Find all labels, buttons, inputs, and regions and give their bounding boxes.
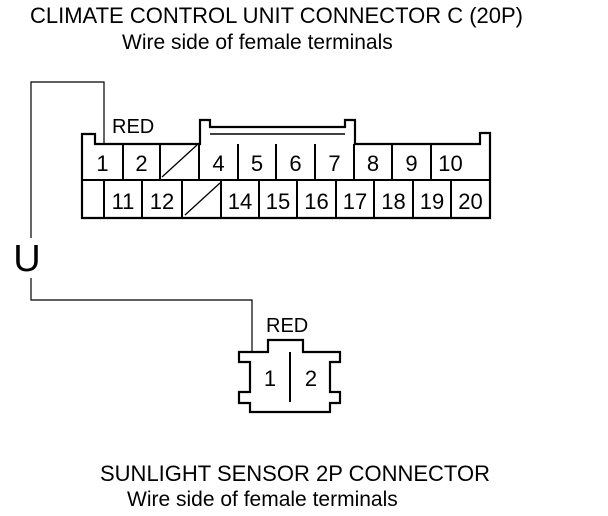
terminal-number: 16 (304, 189, 328, 214)
bottom-connector-subtitle: Wire side of female terminals (127, 488, 398, 511)
terminal-number: 20 (458, 189, 482, 214)
terminal-number: 2 (135, 151, 147, 176)
row2-dividers (103, 180, 452, 218)
row1-dividers (122, 144, 432, 180)
sunlight-sensor-connector: 1 2 RED (237, 315, 342, 414)
sensor-terminal-1: 1 (264, 366, 276, 391)
continuity-symbol: U (13, 238, 40, 280)
terminal-number: 17 (343, 189, 367, 214)
terminal-number: 12 (150, 189, 174, 214)
terminal-number: 4 (212, 151, 224, 176)
terminal-number: 15 (266, 189, 290, 214)
sensor-terminal-2: 2 (305, 366, 317, 391)
terminal-number: 7 (328, 151, 340, 176)
connector-outline (80, 118, 492, 220)
terminal-number: 11 (112, 189, 135, 214)
sensor-connector-outline (237, 338, 342, 414)
top-connector-title: CLIMATE CONTROL UNIT CONNECTOR C (20P) (30, 3, 524, 28)
bottom-connector-title: SUNLIGHT SENSOR 2P CONNECTOR (100, 461, 490, 486)
blank-cavity-3 (161, 144, 198, 178)
blank-cavity-13 (184, 182, 221, 216)
test-wire-lower (30, 278, 253, 353)
terminal-number: 9 (405, 151, 417, 176)
terminal-number: 5 (251, 151, 263, 176)
terminal-number: 19 (420, 189, 444, 214)
terminal-number: 6 (289, 151, 301, 176)
terminal-number: 10 (438, 151, 462, 176)
top-wire-color-label: RED (112, 116, 154, 138)
terminal-number: 18 (381, 189, 405, 214)
terminal-number: 14 (228, 189, 252, 214)
terminal-number: 8 (367, 151, 379, 176)
terminal-number: 1 (96, 151, 108, 176)
bottom-wire-color-label: RED (266, 315, 308, 337)
top-connector-subtitle: Wire side of female terminals (122, 31, 393, 54)
test-wire (30, 81, 105, 238)
